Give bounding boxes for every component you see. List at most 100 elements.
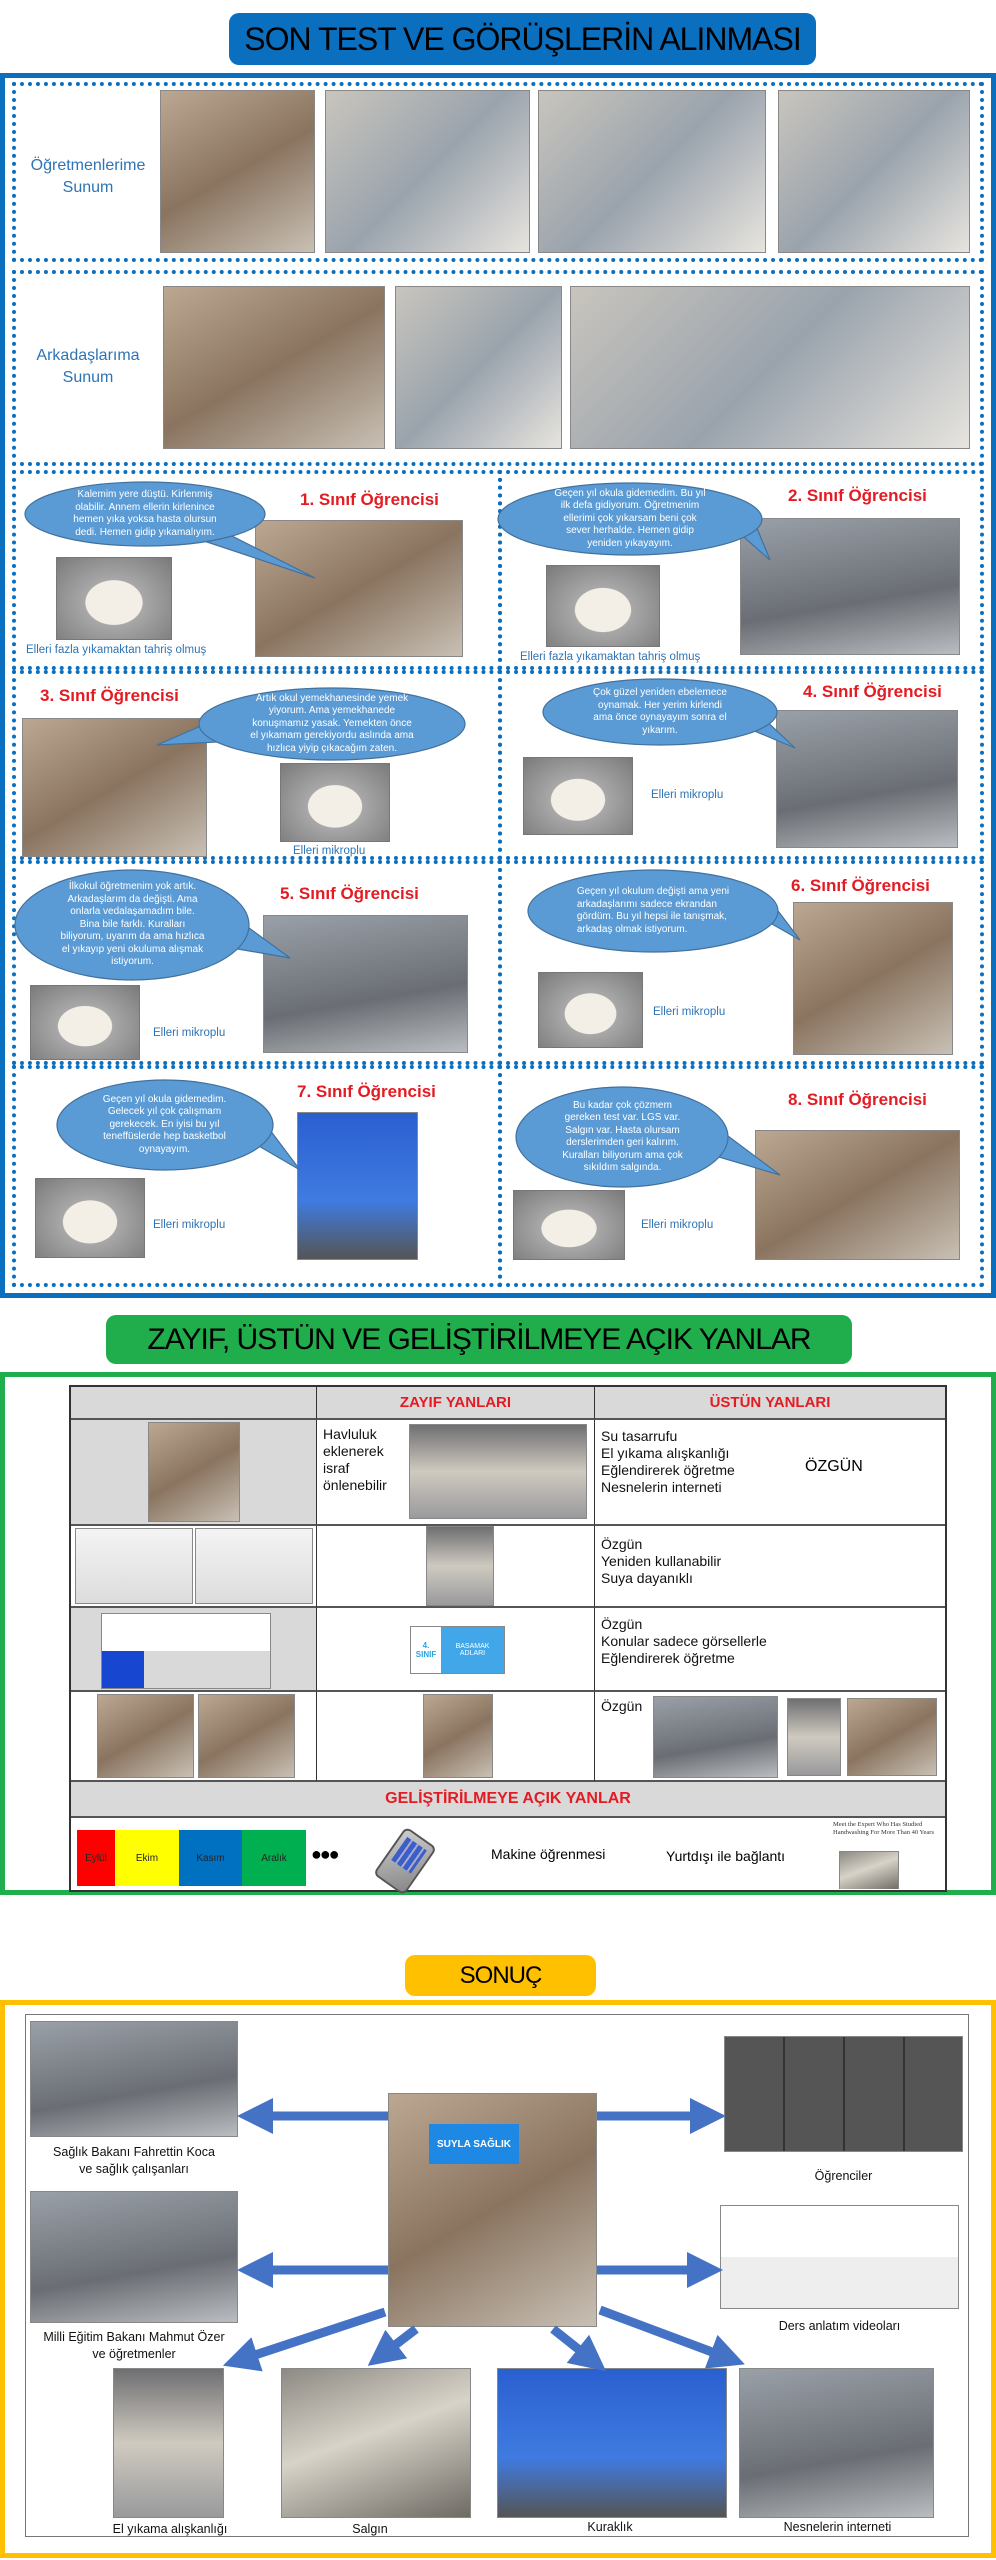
section3-frame <box>0 2000 996 2558</box>
arrow-to-iot <box>598 2305 745 2369</box>
student-panel-2 <box>498 470 984 670</box>
quote-1: Kalemim yere düştü. Kirlenmiş olabilir. … <box>73 489 217 538</box>
row4-weak-cell <box>317 1692 595 1782</box>
quote-7: Geçen yıl okula gidemedim. Gelecek yıl ç… <box>102 1093 227 1155</box>
article-thumbnail: Meet the Expert Who Has Studied Handwash… <box>833 1821 941 1889</box>
speech-bubbles <box>14 481 801 1188</box>
caption-1: Elleri fazla yıkamaktan tahriş olmuş <box>26 644 207 656</box>
photo-lego-officials <box>653 1696 778 1778</box>
thumb-grade: 4. SINIF <box>411 1627 441 1673</box>
photo-student-8 <box>755 1130 960 1260</box>
caption-habit: El yıkama alışkanlığı <box>112 2522 228 2536</box>
photo-lego-device <box>787 1698 841 1776</box>
row1-weak-cell: Havluluk eklenerek israf önlenebilir <box>317 1420 595 1526</box>
row4-strong-cell: Özgün <box>595 1692 945 1782</box>
photo-teachers-1 <box>325 90 530 253</box>
header-weak: ZAYIF YANLARI <box>317 1387 595 1420</box>
month-timeline: Eylül Ekim Kasım Aralık <box>77 1830 317 1886</box>
bubble-8 <box>515 1086 729 1188</box>
arrow-to-drought <box>550 2325 607 2372</box>
photo-setup-1 <box>97 1694 194 1778</box>
article-title: Meet the Expert Who Has Studied Handwash… <box>833 1821 934 1836</box>
thumb-topic: BASAMAK ADLARI <box>441 1627 504 1673</box>
photo-health-workers <box>30 2021 238 2137</box>
row3-image-cell <box>71 1608 317 1692</box>
image-3d-model-1 <box>75 1528 193 1604</box>
row1-strong-text: Su tasarrufu El yıkama alışkanlığı Eğlen… <box>601 1428 735 1495</box>
photo-student-5 <box>263 915 468 1053</box>
row4-image-cell <box>71 1692 317 1782</box>
photo-sink-prototype <box>148 1422 240 1522</box>
photo-education-officials <box>30 2191 238 2323</box>
image-lesson-slides <box>101 1613 271 1689</box>
photo-hands-4 <box>523 757 633 835</box>
student-title-5: 5. Sınıf Öğrencisi <box>280 884 419 903</box>
friends-row <box>12 270 984 466</box>
section2-frame <box>0 1372 996 1895</box>
photo-hands-1 <box>56 557 172 640</box>
student-title-1: 1. Sınıf Öğrencisi <box>300 490 439 509</box>
student-title-3: 3. Sınıf Öğrencisi <box>40 686 179 705</box>
photo-lego-restroom <box>847 1698 937 1776</box>
row4-strong-text: Özgün <box>601 1698 643 1714</box>
photo-teachers-3 <box>778 90 970 253</box>
student-panel-6 <box>498 860 984 1065</box>
caption-iot: Nesnelerin interneti <box>783 2520 892 2534</box>
row1-weak-text: Havluluk eklenerek israf önlenebilir <box>323 1426 387 1493</box>
section1-frame <box>0 73 996 1298</box>
photo-teachers-2 <box>538 90 766 253</box>
quote-2: Geçen yıl okula gidemedim. Bu yıl ilk de… <box>554 487 706 549</box>
image-lesson-videos <box>720 2205 959 2309</box>
month-eylul: Eylül <box>77 1830 115 1886</box>
student-title-4: 4. Sınıf Öğrencisi <box>803 682 942 701</box>
photo-lego-friends <box>163 286 385 449</box>
photo-student-6 <box>793 902 953 1055</box>
photo-hand-washing <box>113 2368 224 2518</box>
caption-videos: Ders anlatım videoları <box>778 2319 901 2333</box>
photo-hands-3 <box>280 763 390 842</box>
photo-suyla-saglik-sink: SUYLA SAĞLIK <box>388 2093 597 2327</box>
center-logo: SUYLA SAĞLIK <box>429 2124 519 2164</box>
bubble-4 <box>542 678 778 746</box>
conclusion-diagram <box>25 2014 969 2537</box>
teachers-label: Öğretmenlerime Sunum <box>30 157 146 196</box>
machine-learning-label: Makine öğrenmesi <box>491 1846 606 1862</box>
row2-strong-text: Özgün Yeniden kullanabilir Suya dayanıkl… <box>601 1536 722 1586</box>
photo-hands-8 <box>513 1190 625 1260</box>
caption-5: Elleri mikroplu <box>153 1027 226 1039</box>
bubble-1 <box>24 481 266 547</box>
photo-friends-2 <box>570 286 970 449</box>
arrow-to-habit <box>222 2307 387 2372</box>
article-photo <box>839 1851 899 1889</box>
row1-image-cell <box>71 1420 317 1526</box>
quote-6: Geçen yıl okulum değişti ama yeni arkada… <box>576 886 730 935</box>
bubble-6 <box>527 869 779 953</box>
student-title-2: 2. Sınıf Öğrencisi <box>788 486 927 505</box>
photo-drought <box>497 2368 727 2518</box>
bubble-7 <box>56 1079 274 1171</box>
photo-hands-2 <box>546 565 660 647</box>
row2-image-cell <box>71 1526 317 1608</box>
caption-students: Öğrenciler <box>814 2169 873 2183</box>
photo-student-1 <box>255 520 463 657</box>
month-ekim: Ekim <box>115 1830 179 1886</box>
row3-strong-text: Özgün Konular sadece görsellerle Eğlendi… <box>601 1616 767 1666</box>
quote-5: İlkokul öğretmenim yok artık. Arkadaşlar… <box>60 881 205 968</box>
student-title-6: 6. Sınıf Öğrencisi <box>791 876 930 895</box>
bubble-2 <box>497 482 763 556</box>
friends-label: Arkadaşlarıma Sunum <box>36 347 140 386</box>
caption-8: Elleri mikroplu <box>641 1219 714 1231</box>
student-title-8: 8. Sınıf Öğrencisi <box>788 1090 927 1109</box>
photo-hands-5 <box>30 985 140 1060</box>
quote-8: Bu kadar çok çözmem gereken test var. LG… <box>562 1099 683 1174</box>
photo-lego-sink <box>160 90 315 253</box>
lesson-thumbnail: 4. SINIF BASAMAK ADLARI <box>410 1626 505 1674</box>
section-title-yanlar: ZAYIF, ÜSTÜN VE GELİŞTİRİLMEYE AÇIK YANL… <box>106 1315 852 1364</box>
header-strong: ÜSTÜN YANLARI <box>595 1387 945 1420</box>
evaluation-table: ZAYIF YANLARI ÜSTÜN YANLARI Havluluk ekl… <box>69 1385 947 1896</box>
caption-education: Milli Eğitim Bakanı Mahmut Özer ve öğret… <box>43 2330 225 2361</box>
more-dots: ●●● <box>311 1844 340 1864</box>
row2-weak-cell <box>317 1526 595 1608</box>
header-improvements: GELİŞTİRİLMEYE AÇIK YANLAR <box>71 1782 945 1818</box>
row3-strong-cell: Özgün Konular sadece görsellerle Eğlendi… <box>595 1608 945 1692</box>
